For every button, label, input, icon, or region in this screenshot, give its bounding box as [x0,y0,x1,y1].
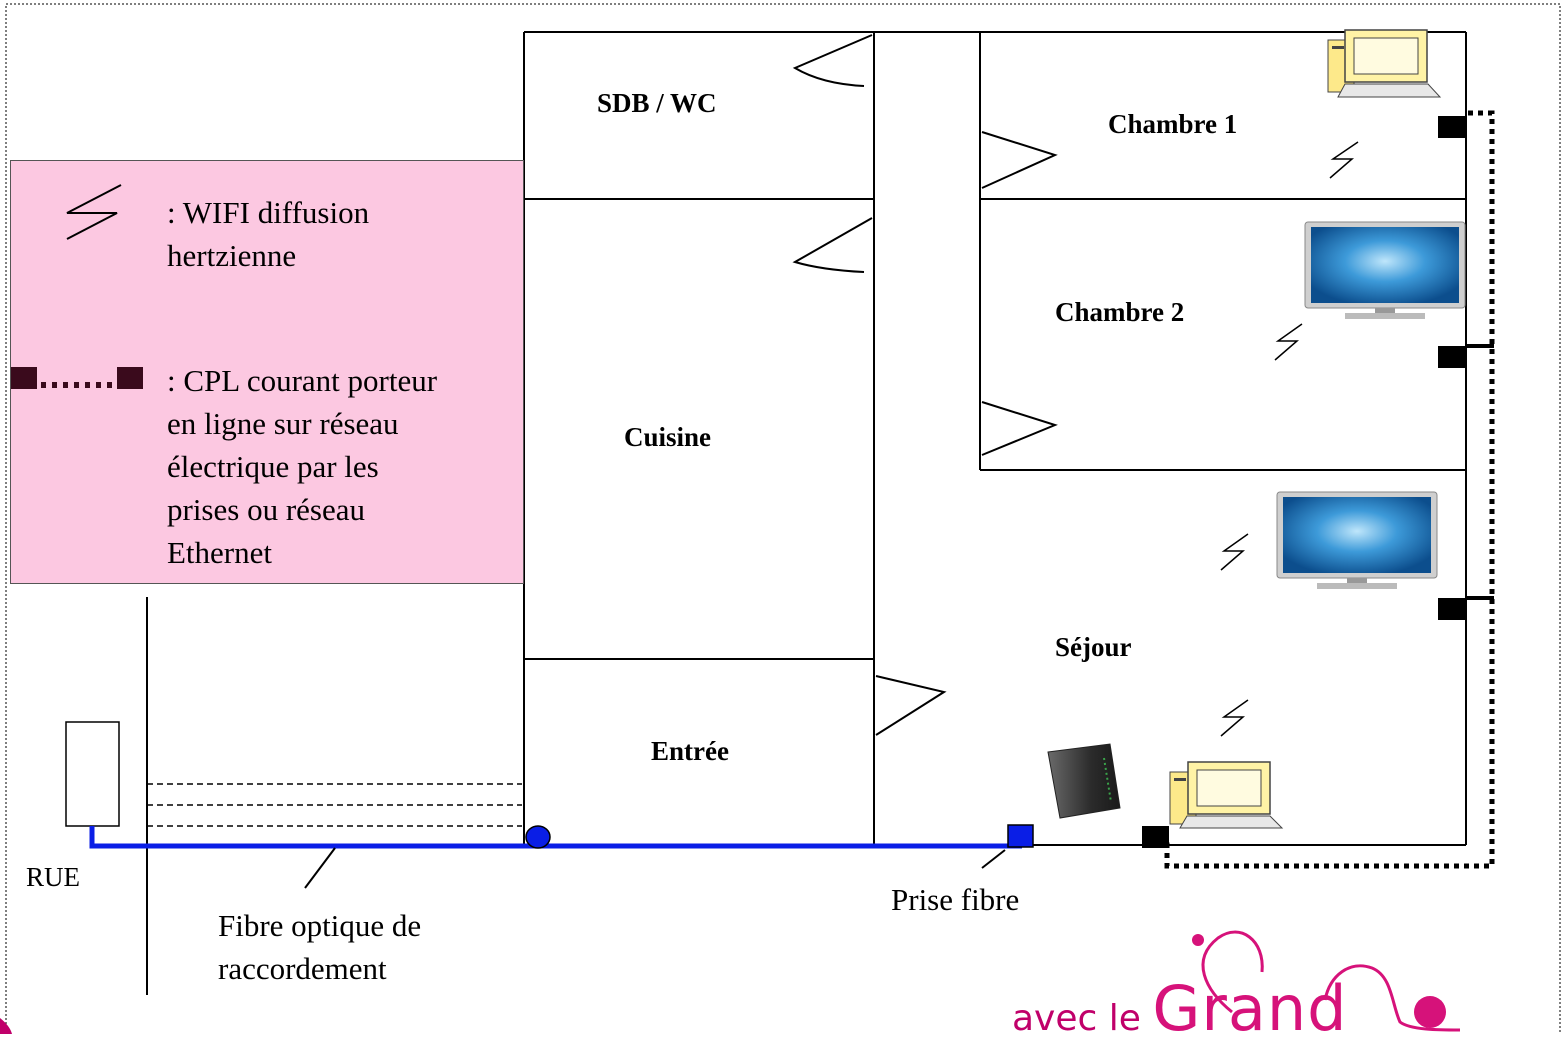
cpl-plug [1438,346,1465,368]
fiber-junction [525,825,551,849]
cpl-plug [1438,116,1465,138]
computer-icon [1327,29,1442,98]
legend-box: : WIFI diffusion hertzienne : CPL couran… [10,160,524,584]
computer-icon [1169,761,1284,829]
wifi-icon [1220,141,1359,737]
fibre-leader-line [304,847,336,889]
tv-icon [1276,491,1438,589]
street-cabinet [65,721,120,827]
room-label-entree: Entrée [651,736,729,766]
building-walls [523,31,1467,846]
room-label-chambre-2: Chambre 2 [1055,297,1185,327]
brand-logo: avec le Grand [1012,972,1348,1045]
cpl-network [1142,110,1495,869]
street [146,597,522,995]
router-icon [1047,743,1121,819]
fiber-outlet [1007,824,1034,848]
fiber-label: Fibre optique de raccordement [218,908,422,986]
room-label-sdb: SDB / WC [597,88,717,118]
cpl-plug [1438,598,1465,620]
fiber-line [89,824,1034,849]
wifi-icon [66,184,122,240]
fiber-outlet-label: Prise fibre [891,882,1020,917]
logo-big-text: Grand [1152,972,1348,1045]
cpl-icon [11,367,143,389]
room-label-chambre-1: Chambre 1 [1108,109,1238,139]
room-label-sejour: Séjour [1055,632,1132,662]
prise-leader-line [981,849,1006,869]
doors [792,34,1058,736]
street-label: RUE [26,862,80,892]
logo-small-text: avec le [1012,998,1153,1039]
legend-wifi-text: : WIFI diffusion hertzienne [167,195,370,273]
room-label-cuisine: Cuisine [624,422,712,452]
logo-decoration [0,930,1461,1034]
cpl-plug [1142,826,1169,848]
legend-cpl-text: : CPL courant porteur en ligne sur résea… [167,363,438,570]
tv-icon [1304,221,1466,319]
